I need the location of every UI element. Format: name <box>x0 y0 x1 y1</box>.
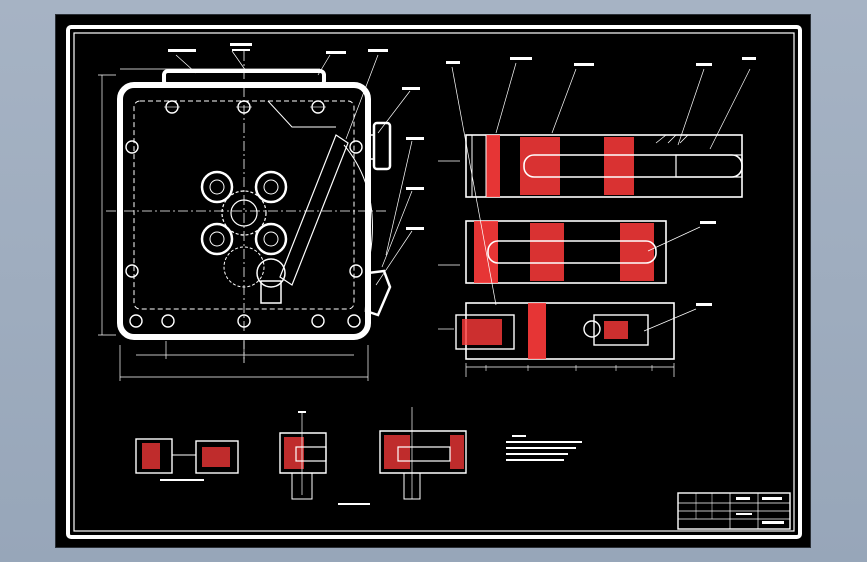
side-handle <box>364 269 392 317</box>
title-block <box>677 492 791 530</box>
section-middle <box>465 220 667 284</box>
sheet-inner-border <box>73 32 795 532</box>
detail-views <box>135 407 582 505</box>
central-bosses <box>200 170 288 304</box>
front-view <box>98 43 424 381</box>
section-leaders <box>438 62 751 332</box>
technical-notes <box>506 435 582 461</box>
section-views <box>438 57 756 377</box>
sheet-outer-border <box>66 25 802 539</box>
dimension-lines <box>98 68 369 381</box>
callout-labels <box>168 43 424 230</box>
lever-curve <box>343 144 373 276</box>
drawing-sheet <box>55 14 811 548</box>
lever-link <box>267 100 336 128</box>
side-clamp <box>372 121 392 171</box>
perimeter-holes <box>125 100 363 328</box>
leader-lines <box>175 50 413 286</box>
lever-arm <box>279 134 349 286</box>
section-callout-labels <box>446 57 756 306</box>
cad-drawing <box>66 25 802 539</box>
